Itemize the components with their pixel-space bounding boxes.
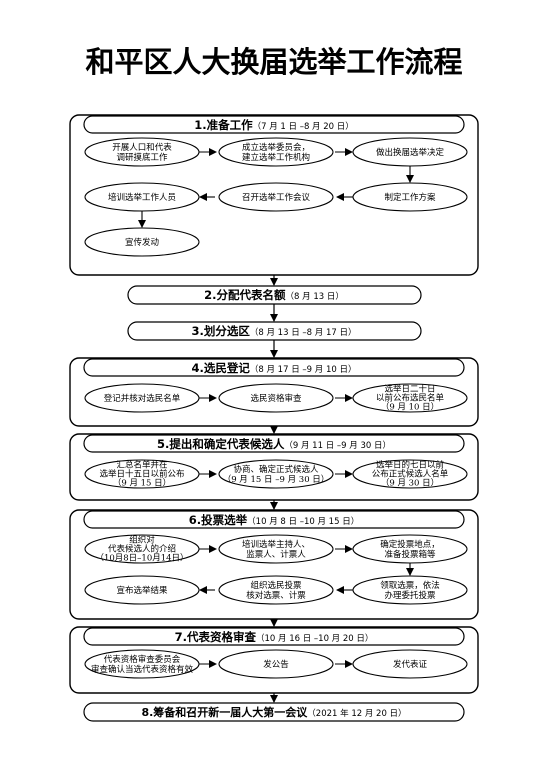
flow-node-label: 选民资格审查 xyxy=(250,393,302,404)
flow-node-label: 审查确认当选代表资格有效 xyxy=(91,664,194,675)
flow-node-label: 选举日二十日 xyxy=(384,384,435,395)
flow-node-label: （9 月 15 日 –9 月 30 日） xyxy=(223,474,330,485)
flow-node-label: 公布正式候选人名单 xyxy=(372,469,449,480)
flow-node-label: 培训选举工作人员 xyxy=(108,192,176,203)
flow-node-label: （10月8日–10月14日） xyxy=(95,553,188,564)
flow-node-label: 准备投票箱等 xyxy=(384,549,436,560)
flow-node-label: （9 月 10 日） xyxy=(381,402,439,413)
stage-3-title: 3.划分选区（8 月 13 日 –8 月 17 日） xyxy=(192,324,357,338)
flow-node-s5-b: 协商、确定正式候选人（9 月 15 日 –9 月 30 日） xyxy=(218,459,334,489)
flow-node-label: （9 月 15 日） xyxy=(113,478,171,489)
flow-node-label: 选举日十五日以前公布 xyxy=(99,469,184,480)
flow-node-label: 确定投票地点， xyxy=(380,539,440,550)
flow-node-s1-e: 召开选举工作会议 xyxy=(218,182,334,212)
flow-node-label: 成立选举委员会， xyxy=(242,142,310,153)
flow-node-label: 代表资格审查委员会 xyxy=(104,654,181,665)
stage-4-bar xyxy=(83,358,465,377)
flow-node-s4-a: 登记并核对选民名单 xyxy=(84,383,200,413)
flow-node-s1-c: 做出换届选举决定 xyxy=(352,137,468,167)
flow-node-label: （9 月 30 日） xyxy=(381,478,439,489)
flow-node-label: 培训选举主持人、 xyxy=(242,539,310,550)
page-title: 和平区人大换届选举工作流程 xyxy=(85,45,462,79)
stage-5-bar xyxy=(83,434,465,453)
flow-node-s6-f: 宣布选举结果 xyxy=(84,575,200,605)
flow-node-s6-b: 培训选举主持人、监票人、计票人 xyxy=(218,534,334,564)
stage-4-title: 4.选民登记（8 月 17 日 –9 月 10 日） xyxy=(192,361,357,375)
flow-node-label: 建立选举工作机构 xyxy=(242,152,310,163)
flow-node-label: 组织选民投票 xyxy=(250,580,302,591)
stage-7-bar xyxy=(83,627,465,646)
flow-node-label: 协商、确定正式候选人 xyxy=(233,464,319,475)
stage-5-title: 5.提出和确定代表候选人（9 月 11 日 –9 月 30 日） xyxy=(157,437,391,451)
flow-node-label: 核对选票、计票 xyxy=(246,590,306,601)
stage-1-title: 1.准备工作（7 月 1 日 –8 月 20 日） xyxy=(194,118,354,132)
flow-node-label: 汇总名单并在 xyxy=(116,460,167,471)
flow-node-label: 以前公布选民名单 xyxy=(376,393,445,404)
flow-node-label: 发代表证 xyxy=(393,659,428,670)
flow-node-label: 监票人、计票人 xyxy=(246,549,306,560)
flow-node-label: 办理委托投票 xyxy=(384,590,436,601)
flow-node-label: 发公告 xyxy=(263,659,289,670)
flow-node-label: 宣布选举结果 xyxy=(116,585,168,596)
stage-2-title: 2.分配代表名额（8 月 13 日） xyxy=(204,288,344,302)
flow-node-s1-d: 制定工作方案 xyxy=(352,182,468,212)
flow-node-s1-b: 成立选举委员会，建立选举工作机构 xyxy=(218,137,334,167)
flow-node-label: 调研摸底工作 xyxy=(116,152,168,163)
flow-node-label: 领取选票，依法 xyxy=(380,580,440,591)
flow-node-s1-f: 培训选举工作人员 xyxy=(84,182,200,212)
stage-8-bar xyxy=(83,702,465,722)
flow-node-label: 选举日的七日以前 xyxy=(376,460,445,471)
flow-node-label: 制定工作方案 xyxy=(384,192,436,203)
flow-node-s7-b: 发公告 xyxy=(218,649,334,679)
flow-node-label: 召开选举工作会议 xyxy=(242,192,311,203)
stage-1-bar xyxy=(83,115,465,134)
flow-node-label: 登记并核对选民名单 xyxy=(104,393,181,404)
flow-node-label: 做出换届选举决定 xyxy=(376,147,445,158)
stage-8-title: 8.筹备和召开新一届人大第一会议（2021 年 12 月 20 日） xyxy=(141,705,406,719)
flow-node-label: 宣传发动 xyxy=(125,237,160,248)
stage-6-bar xyxy=(83,510,465,529)
flow-node-label: 代表候选人的介绍 xyxy=(108,544,176,555)
flow-node-label: 开展人口和代表 xyxy=(112,142,172,153)
stage-6-title: 6.投票选举（10 月 8 日 –10 月 15 日） xyxy=(189,513,359,527)
flow-node-s4-b: 选民资格审查 xyxy=(218,383,334,413)
flow-node-s7-c: 发代表证 xyxy=(352,649,468,679)
flow-node-label: 组织对 xyxy=(129,535,155,546)
flow-node-s1-g: 宣传发动 xyxy=(84,227,200,257)
flow-node-s6-c: 确定投票地点，准备投票箱等 xyxy=(352,534,468,564)
stage-7-title: 7.代表资格审查（10 月 16 日 –10 月 20 日） xyxy=(175,630,374,644)
